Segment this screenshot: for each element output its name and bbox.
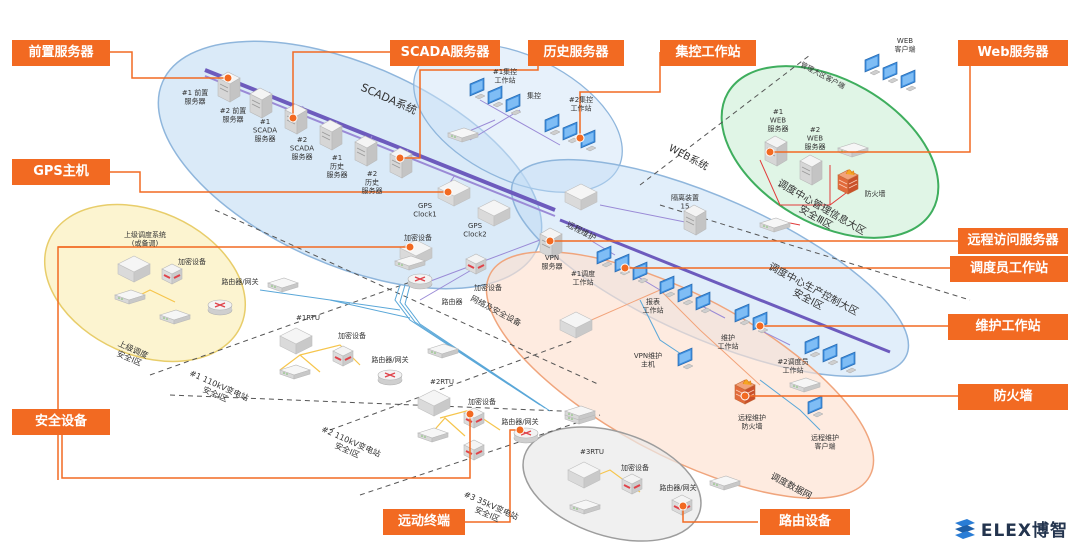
callout-gps-host: GPS主机: [12, 159, 110, 185]
callout-web-server: Web服务器: [958, 40, 1068, 66]
web-server-2: [799, 154, 823, 186]
label-vpn-host: VPN维护主机: [634, 351, 662, 369]
callout-security-device: 安全设备: [12, 409, 110, 435]
label-enc-dispatch: 加密设备: [474, 283, 502, 292]
label-upper-system: 上级调度系统(或备调): [124, 230, 166, 248]
label-remote-client: 远程维护客户端: [811, 433, 839, 451]
label-report: 报表工作站: [643, 297, 664, 315]
label-maint: 维护工作站: [718, 333, 739, 351]
label-upper-enc: 加密设备: [178, 257, 206, 266]
label-enc-main: 加密设备: [404, 233, 432, 242]
callout-control-workstation: 集控工作站: [660, 40, 756, 66]
callout-firewall: 防火墙: [958, 384, 1068, 410]
label-rtu3-router: 路由器/网关: [659, 483, 696, 492]
main-router: [407, 273, 433, 290]
callout-routing-device: 路由设备: [760, 509, 850, 535]
callout-telecontrol-terminal: 远动终端: [383, 509, 465, 535]
label-ctrl1: #1集控工作站: [493, 67, 517, 85]
scada-server-2: [319, 119, 343, 151]
web-firewall: [837, 169, 859, 195]
label-sub1: #1 110kV变电站安全Ⅰ区: [184, 368, 250, 412]
label-front1: #1 前置服务器: [182, 88, 209, 106]
rtu3-zone: [522, 426, 702, 542]
history-server-2: [389, 147, 413, 179]
label-rtu2-enc: 加密设备: [468, 397, 496, 406]
label-remote-fw: 远程维护防火墙: [738, 413, 766, 431]
label-rtu1-enc: 加密设备: [338, 331, 366, 340]
callout-front-server: 前置服务器: [12, 40, 110, 66]
label-disp2: #2调度员工作站: [777, 357, 808, 375]
label-ctrl-mid: 集控: [527, 91, 541, 100]
label-router-main: 路由器: [442, 297, 463, 306]
label-rtu3: #3RTU: [580, 448, 604, 456]
label-rtu2-router: 路由器/网关: [501, 417, 538, 426]
callout-scada-server: SCADA服务器: [390, 40, 500, 66]
label-rtu2: #2RTU: [430, 378, 454, 386]
history-server-1: [354, 135, 378, 167]
front-server-2: [249, 87, 273, 119]
label-rtu1-router: 路由器/网关: [371, 355, 408, 364]
label-rtu3-enc: 加密设备: [621, 463, 649, 472]
label-front2: #2 前置服务器: [220, 106, 247, 124]
upper-dispatch-zone: [43, 203, 247, 363]
callout-dots: [223, 73, 775, 511]
label-disp1: #1调度工作站: [571, 269, 595, 287]
label-rtu1: #1RTU: [296, 314, 320, 322]
callout-history-server: 历史服务器: [528, 40, 624, 66]
label-ctrl2: #2集控工作站: [569, 95, 593, 113]
label-sub3: #3 35kV变电站安全Ⅰ区: [459, 489, 520, 531]
rtu1-devices: [279, 327, 459, 386]
callout-remote-access-server: 远程访问服务器: [958, 228, 1068, 254]
elex-logo: ELEX博智: [953, 516, 1068, 541]
web-system-label: WEB系统: [667, 141, 711, 173]
label-fw-mgmt: 防火墙: [865, 189, 886, 198]
web-clients: [864, 53, 917, 92]
label-sub2: #2 110kV变电站安全Ⅰ区: [316, 424, 382, 468]
brand-name: ELEX博智: [980, 521, 1068, 541]
elex-logo-icon: [954, 518, 975, 539]
callout-maintenance-workstation: 维护工作站: [948, 314, 1068, 340]
callout-dispatcher-workstation: 调度员工作站: [950, 256, 1068, 282]
label-upper-router: 路由器/网关: [221, 277, 258, 286]
